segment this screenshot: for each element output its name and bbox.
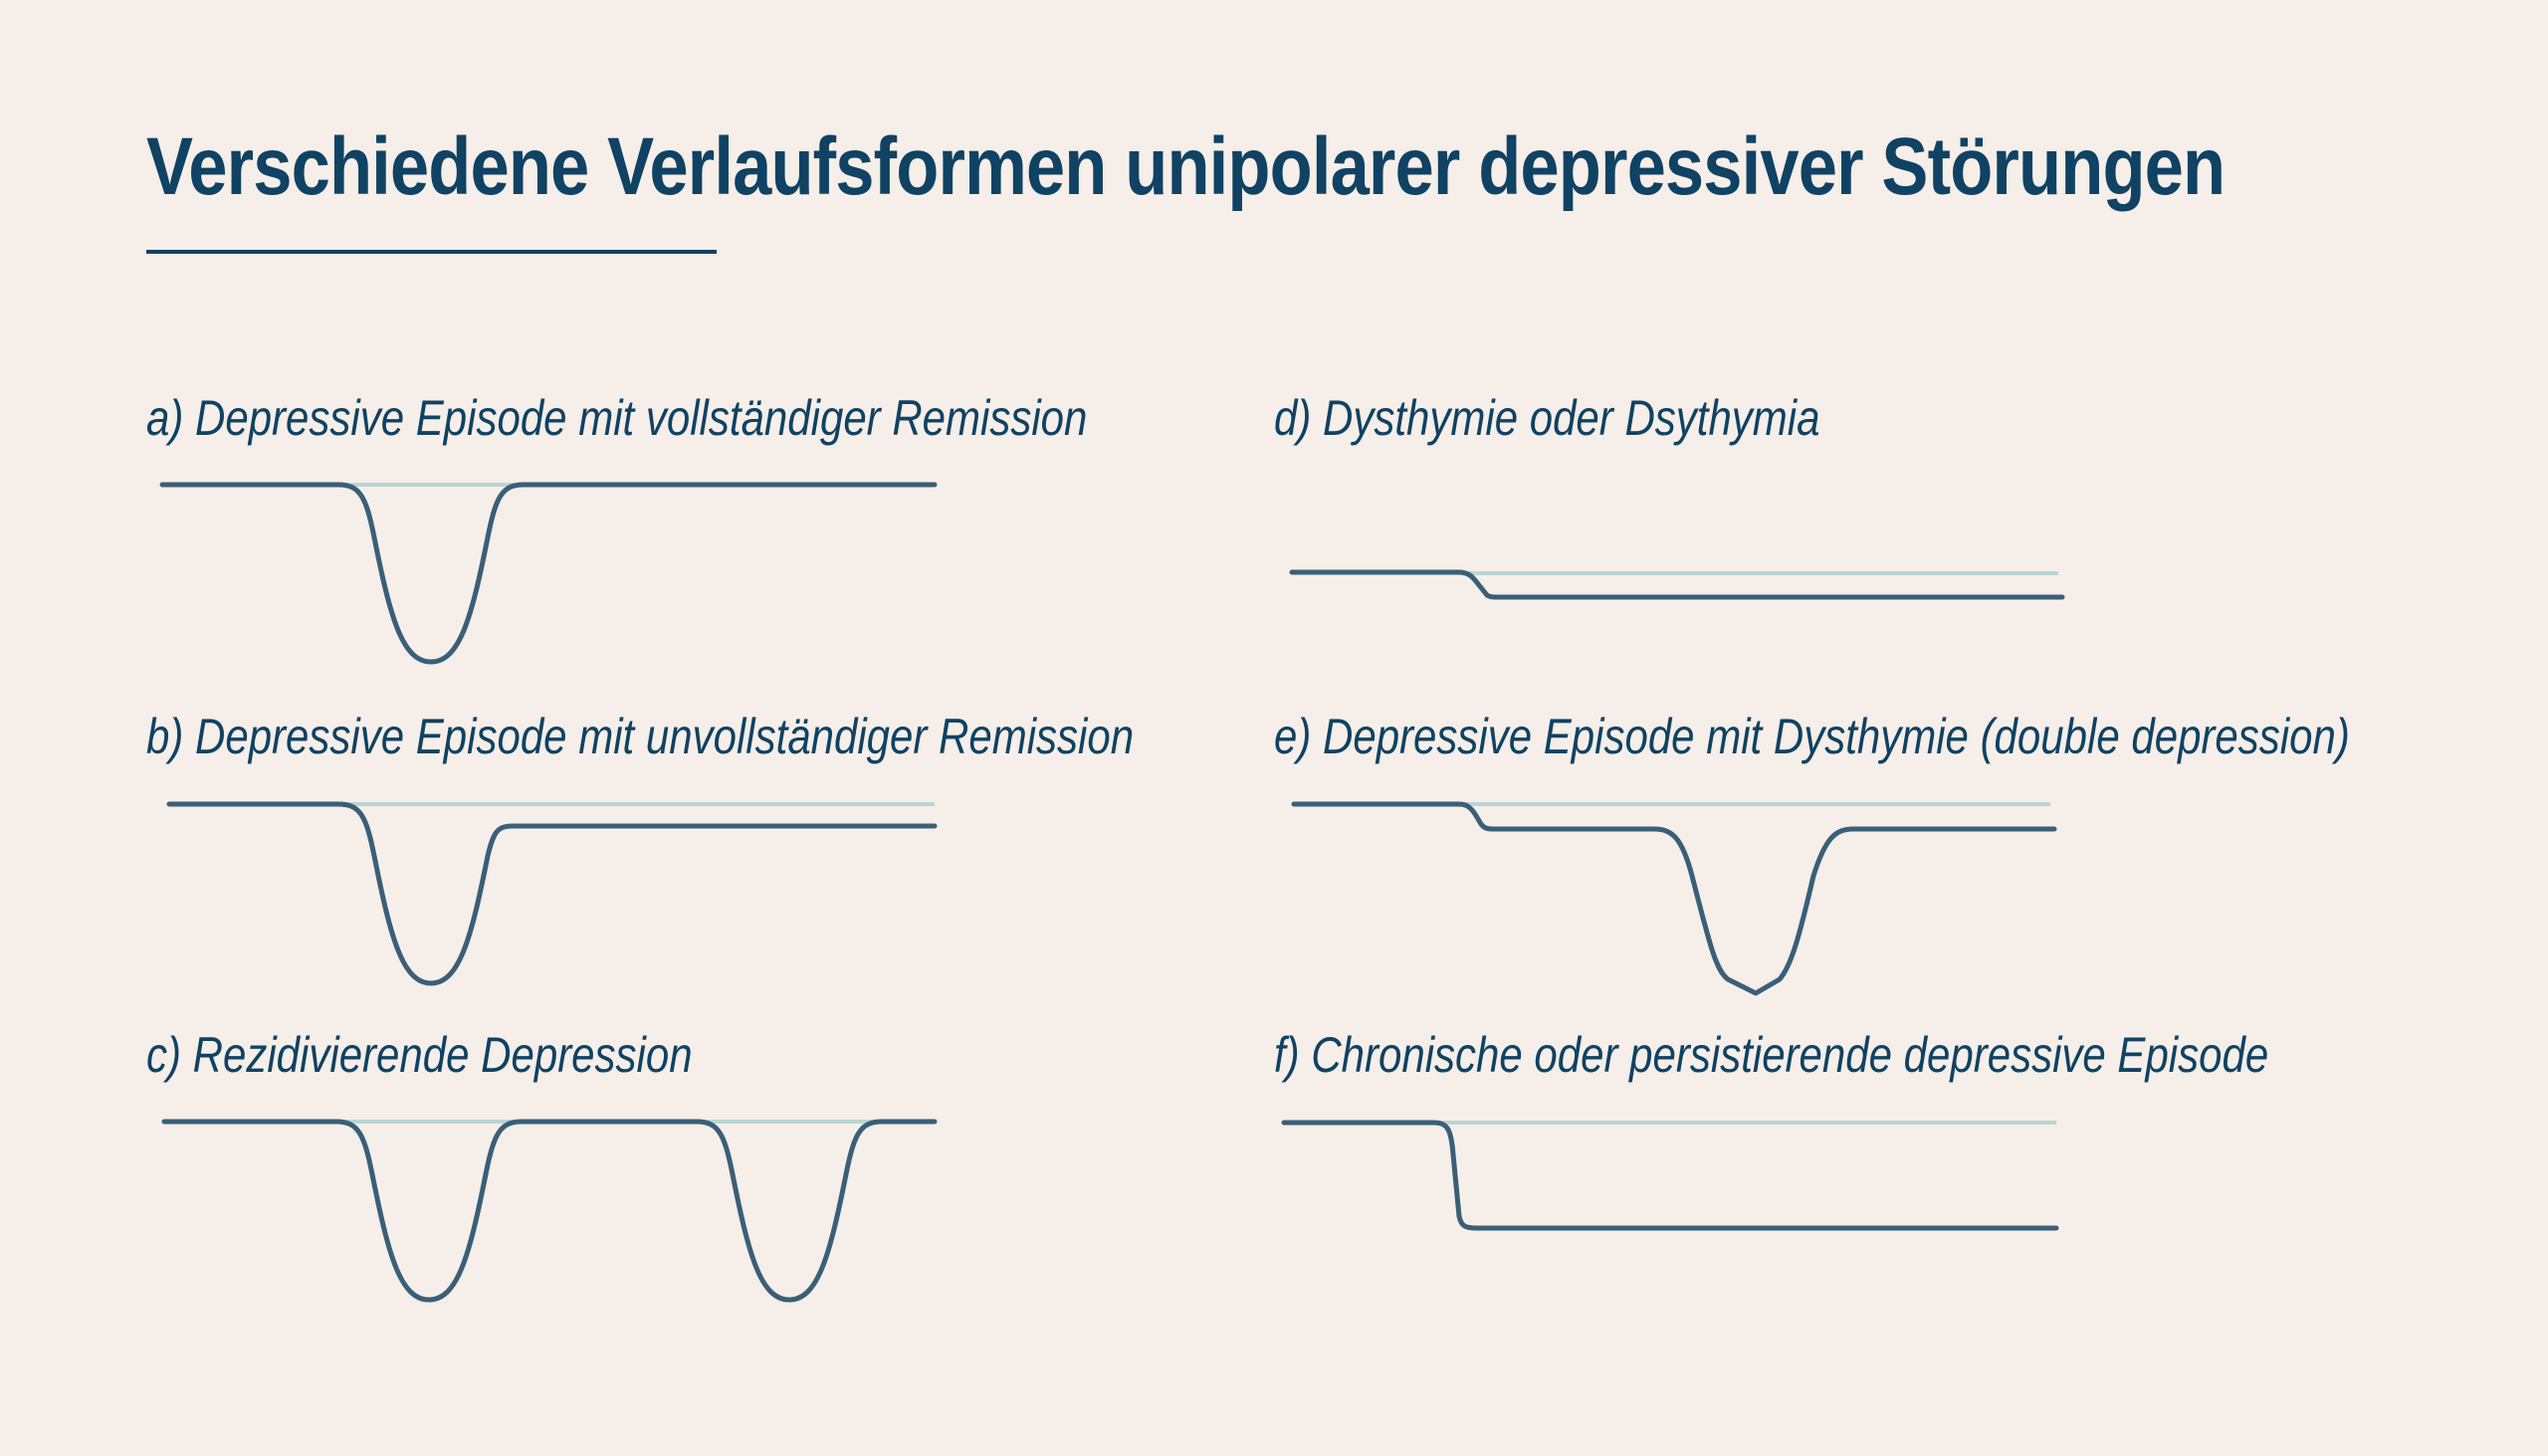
panel-d-diagram [1289, 569, 2065, 600]
mood-curve [161, 1119, 938, 1303]
panel-f-label: f) Chronische oder persistierende depres… [1274, 1027, 2269, 1083]
mood-curve [1291, 801, 2057, 996]
panel-b-diagram [166, 801, 938, 986]
panel-a-diagram [159, 482, 938, 665]
panel-e-label: e) Depressive Episode mit Dysthymie (dou… [1274, 709, 2350, 764]
mood-curve [1281, 1120, 2059, 1231]
mood-curve [159, 482, 938, 665]
panel-c-label: c) Rezidivierende Depression [146, 1027, 693, 1083]
title-underline [146, 250, 717, 254]
mood-curve [1289, 569, 2065, 600]
mood-curve [166, 801, 938, 986]
panel-d-label: d) Dysthymie oder Dsythymia [1274, 390, 1820, 446]
panel-c-diagram [161, 1119, 938, 1303]
slide-title: Verschiedene Verlaufsformen unipolarer d… [146, 121, 2226, 212]
panel-e-diagram [1291, 801, 2057, 996]
panel-b-label: b) Depressive Episode mit unvollständige… [146, 709, 1135, 764]
panel-f-diagram [1281, 1120, 2059, 1231]
panel-a-label: a) Depressive Episode mit vollständiger … [146, 390, 1088, 446]
